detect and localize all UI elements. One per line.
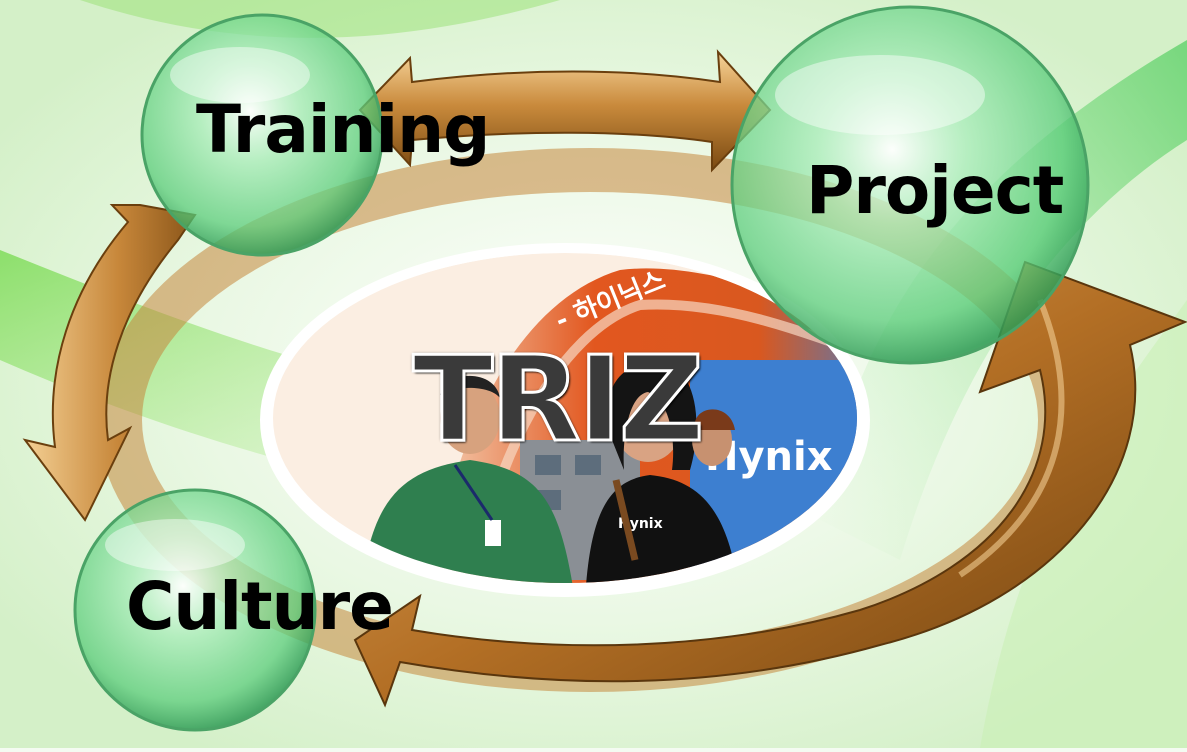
center-title: TRIZ — [411, 330, 706, 468]
arrow-highlight — [958, 298, 1065, 578]
bubble-highlight — [170, 47, 310, 103]
bubble-highlight — [105, 519, 245, 571]
node-project — [730, 5, 1090, 365]
node-training — [140, 13, 384, 257]
node-label-training: Training — [196, 91, 490, 168]
bubble-highlight — [775, 55, 985, 135]
green-streak — [80, 0, 560, 38]
photo-frame-border — [260, 243, 870, 597]
node-culture — [73, 488, 317, 732]
arrow-project-to-culture — [353, 260, 1187, 708]
node-label-culture: Culture — [126, 568, 394, 645]
node-label-project: Project — [806, 152, 1064, 229]
arrow-training-culture — [22, 204, 197, 522]
